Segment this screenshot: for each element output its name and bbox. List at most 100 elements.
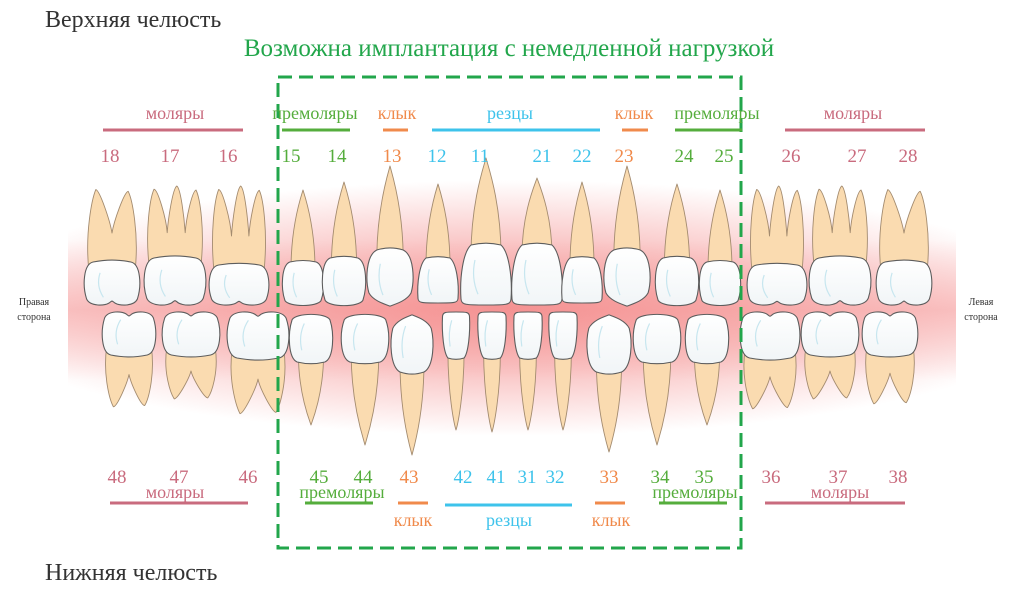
crown-highlight — [378, 263, 384, 296]
tooth-root — [87, 189, 137, 271]
tooth-root — [554, 349, 572, 431]
upper-jaw-title: Верхняя челюсть — [45, 7, 221, 33]
right-side-label: Правая сторона — [17, 297, 51, 323]
tooth-crown — [548, 311, 578, 360]
tooth-root — [519, 349, 537, 431]
crown-highlight — [223, 274, 231, 299]
tooth-46 — [226, 311, 290, 415]
tooth-crown — [511, 242, 563, 306]
tooth-number-48: 48 — [108, 467, 127, 488]
tooth-number-13: 13 — [383, 146, 402, 167]
left-side-label: Левая сторона — [964, 297, 998, 323]
tooth-root — [230, 349, 286, 415]
tooth-crown — [746, 262, 808, 306]
tooth-crown — [460, 242, 512, 306]
tooth-27 — [808, 185, 872, 306]
tooth-16 — [208, 185, 270, 306]
tooth-crown — [684, 313, 730, 365]
tooth-25 — [698, 189, 742, 307]
upper-group-label: клык — [378, 103, 417, 123]
tooth-number-15: 15 — [282, 146, 301, 167]
tooth-47 — [161, 311, 221, 400]
crown-highlight — [665, 269, 671, 297]
tooth-crown — [739, 311, 801, 361]
lower-group-label: моляры — [811, 482, 870, 502]
tooth-number-42: 42 — [454, 467, 473, 488]
crown-highlight — [176, 319, 183, 345]
tooth-number-12: 12 — [428, 146, 447, 167]
lower-jaw-title: Нижняя челюсть — [45, 560, 217, 586]
tooth-root — [147, 185, 203, 267]
tooth-root — [376, 165, 404, 261]
lower-group-label: резцы — [486, 510, 532, 530]
tooth-number-43: 43 — [400, 467, 419, 488]
tooth-number-23: 23 — [615, 146, 634, 167]
tooth-crown — [101, 311, 157, 358]
tooth-root — [613, 165, 641, 261]
tooth-crown — [208, 262, 270, 306]
tooth-crown — [698, 259, 742, 307]
tooth-crown — [800, 311, 860, 358]
crown-highlight — [484, 320, 489, 347]
crown-highlight — [889, 272, 896, 298]
tooth-root — [470, 157, 502, 257]
tooth-37 — [800, 311, 860, 400]
tooth-number-46: 46 — [239, 467, 258, 488]
tooth-44 — [340, 313, 390, 446]
crown-highlight — [332, 269, 338, 297]
tooth-48 — [101, 311, 157, 408]
tooth-crown — [561, 256, 603, 304]
tooth-number-18: 18 — [101, 146, 120, 167]
tooth-number-21: 21 — [533, 146, 552, 167]
tooth-crown — [321, 255, 367, 307]
tooth-21 — [511, 177, 563, 306]
crown-highlight — [597, 325, 603, 359]
tooth-crown — [281, 259, 325, 307]
tooth-number-34: 34 — [651, 467, 671, 488]
crown-highlight — [644, 323, 651, 351]
tooth-23 — [603, 165, 651, 307]
tooth-root — [447, 349, 465, 431]
tooth-number-32: 32 — [546, 467, 565, 488]
tooth-45 — [288, 313, 334, 426]
tooth-root — [165, 346, 217, 400]
crown-highlight — [761, 274, 769, 299]
tooth-crown — [390, 314, 434, 375]
tooth-crown — [226, 311, 290, 361]
lower-group-label: премоляры — [652, 482, 737, 502]
crown-highlight — [115, 319, 122, 345]
upper-group-label: моляры — [824, 103, 883, 123]
tooth-root — [879, 189, 929, 271]
crown-highlight — [815, 319, 822, 345]
tooth-22 — [561, 181, 603, 304]
tooth-33 — [586, 314, 632, 453]
crown-highlight — [401, 325, 407, 359]
crown-highlight — [615, 263, 621, 296]
lower-group-label: премоляры — [299, 482, 384, 502]
crown-highlight — [709, 272, 715, 298]
tooth-root — [521, 177, 553, 257]
tooth-root — [297, 353, 325, 426]
lower-group-label: моляры — [146, 482, 205, 502]
tooth-number-26: 26 — [782, 146, 801, 167]
tooth-number-45: 45 — [310, 467, 329, 488]
crown-highlight — [299, 323, 305, 351]
tooth-18 — [83, 189, 141, 306]
tooth-root — [290, 189, 316, 271]
tooth-number-28: 28 — [899, 146, 918, 167]
crown-highlight — [242, 319, 249, 347]
tooth-root — [330, 181, 358, 267]
upper-group-label: моляры — [146, 103, 205, 123]
tooth-root — [212, 185, 266, 273]
tooth-root — [105, 346, 153, 408]
tooth-number-31: 31 — [518, 467, 537, 488]
tooth-crown — [632, 313, 682, 365]
crown-highlight — [427, 269, 433, 296]
tooth-crown — [513, 311, 543, 360]
tooth-number-38: 38 — [889, 467, 908, 488]
tooth-root — [399, 361, 425, 456]
crown-highlight — [555, 320, 560, 347]
tooth-crown — [477, 311, 507, 360]
tooth-34 — [632, 313, 682, 446]
